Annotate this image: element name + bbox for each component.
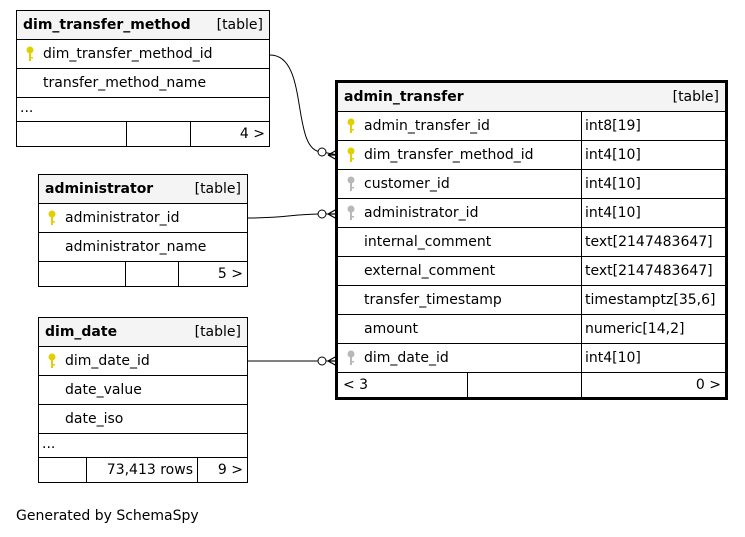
foreign-key-icon bbox=[347, 350, 355, 365]
table-header: administrator [table] bbox=[39, 175, 247, 204]
column-name: date_value bbox=[65, 382, 142, 398]
column-name: administrator_id bbox=[65, 210, 180, 226]
optional-circle bbox=[317, 147, 327, 157]
column-row[interactable]: admin_transfer_id int8[19] bbox=[338, 112, 725, 141]
generated-by-caption: Generated by SchemaSpy bbox=[16, 508, 199, 524]
column-name: admin_transfer_id bbox=[338, 112, 582, 140]
column-type: text[2147483647] bbox=[585, 234, 713, 250]
more-columns-ellipsis: ... bbox=[39, 434, 247, 458]
foreign-key-icon bbox=[347, 176, 355, 191]
column-name: customer_id bbox=[338, 170, 582, 198]
link-transfer-method bbox=[269, 54, 339, 156]
table-administrator[interactable]: administrator [table] administrator_id a… bbox=[38, 174, 248, 287]
column-name: amount bbox=[338, 315, 582, 343]
table-footer: 4 > bbox=[17, 122, 269, 146]
footer-rows bbox=[126, 262, 179, 286]
column-name: dim_transfer_method_id bbox=[43, 46, 213, 62]
column-type: text[2147483647] bbox=[585, 263, 713, 279]
column-type: int4[10] bbox=[585, 350, 641, 366]
footer-parents[interactable]: < 3 bbox=[338, 373, 468, 397]
table-admin-transfer[interactable]: admin_transfer [table] admin_transfer_id… bbox=[335, 80, 728, 400]
table-name[interactable]: administrator bbox=[45, 181, 154, 197]
column-row[interactable]: dim_date_id int4[10] bbox=[338, 344, 725, 373]
column-name: dim_date_id bbox=[338, 344, 582, 372]
footer-children[interactable]: 4 > bbox=[239, 126, 265, 142]
table-footer: < 3 0 > bbox=[338, 373, 725, 397]
column-name: transfer_timestamp bbox=[338, 286, 582, 314]
column-row[interactable]: amount numeric[14,2] bbox=[338, 315, 725, 344]
column-row[interactable]: dim_date_id bbox=[39, 347, 247, 376]
column-type: int4[10] bbox=[585, 176, 641, 192]
footer-rows bbox=[468, 373, 582, 397]
primary-key-icon bbox=[48, 353, 56, 368]
footer-children[interactable]: 5 > bbox=[217, 266, 243, 282]
foreign-key-icon bbox=[347, 205, 355, 220]
table-type: [table] bbox=[194, 181, 241, 197]
column-name: internal_comment bbox=[338, 228, 582, 256]
column-name: dim_date_id bbox=[65, 353, 150, 369]
table-header: admin_transfer [table] bbox=[338, 83, 725, 112]
primary-key-icon bbox=[26, 46, 34, 61]
primary-key-icon bbox=[48, 210, 56, 225]
footer-children[interactable]: 0 > bbox=[695, 377, 721, 393]
column-type: int4[10] bbox=[585, 205, 641, 221]
column-row[interactable]: external_comment text[2147483647] bbox=[338, 257, 725, 286]
footer-parents bbox=[39, 262, 126, 286]
footer-parents bbox=[17, 122, 127, 146]
column-row[interactable]: administrator_name bbox=[39, 233, 247, 262]
more-columns-ellipsis: ... bbox=[17, 98, 269, 122]
column-type: numeric[14,2] bbox=[585, 321, 685, 337]
footer-rows: 73,413 rows bbox=[87, 458, 198, 482]
table-name[interactable]: admin_transfer bbox=[344, 89, 464, 105]
column-row[interactable]: dim_transfer_method_id bbox=[17, 40, 269, 69]
column-name: date_iso bbox=[65, 411, 124, 427]
column-row[interactable]: administrator_id bbox=[39, 204, 247, 233]
column-row[interactable]: customer_id int4[10] bbox=[338, 170, 725, 199]
footer-rows bbox=[127, 122, 191, 146]
column-row[interactable]: internal_comment text[2147483647] bbox=[338, 228, 725, 257]
column-row[interactable]: transfer_timestamp timestamptz[35,6] bbox=[338, 286, 725, 315]
primary-key-icon bbox=[347, 147, 355, 162]
column-name: transfer_method_name bbox=[43, 75, 207, 91]
column-type: int8[19] bbox=[585, 118, 641, 134]
column-type: timestamptz[35,6] bbox=[585, 292, 716, 308]
primary-key-icon bbox=[347, 118, 355, 133]
footer-children[interactable]: 9 > bbox=[217, 462, 243, 478]
column-row[interactable]: date_value bbox=[39, 376, 247, 405]
column-row[interactable]: date_iso bbox=[39, 405, 247, 434]
column-row[interactable]: transfer_method_name bbox=[17, 69, 269, 98]
column-name: administrator_id bbox=[338, 199, 582, 227]
column-row[interactable]: dim_transfer_method_id int4[10] bbox=[338, 141, 725, 170]
optional-circle bbox=[317, 356, 327, 366]
column-type: int4[10] bbox=[585, 147, 641, 163]
table-dim-date[interactable]: dim_date [table] dim_date_id date_value … bbox=[38, 317, 248, 483]
table-header: dim_transfer_method [table] bbox=[17, 11, 269, 40]
table-type: [table] bbox=[194, 324, 241, 340]
table-header: dim_date [table] bbox=[39, 318, 247, 347]
column-name: external_comment bbox=[338, 257, 582, 285]
column-row[interactable]: administrator_id int4[10] bbox=[338, 199, 725, 228]
table-footer: 73,413 rows 9 > bbox=[39, 458, 247, 482]
footer-parents bbox=[39, 458, 87, 482]
table-type: [table] bbox=[672, 89, 719, 105]
column-name: dim_transfer_method_id bbox=[338, 141, 582, 169]
table-name[interactable]: dim_transfer_method bbox=[23, 17, 191, 33]
table-footer: 5 > bbox=[39, 262, 247, 286]
column-name: administrator_name bbox=[65, 239, 207, 255]
table-dim-transfer-method[interactable]: dim_transfer_method [table] dim_transfer… bbox=[16, 10, 270, 147]
optional-circle bbox=[317, 209, 327, 219]
table-type: [table] bbox=[216, 17, 263, 33]
table-name[interactable]: dim_date bbox=[45, 324, 118, 340]
